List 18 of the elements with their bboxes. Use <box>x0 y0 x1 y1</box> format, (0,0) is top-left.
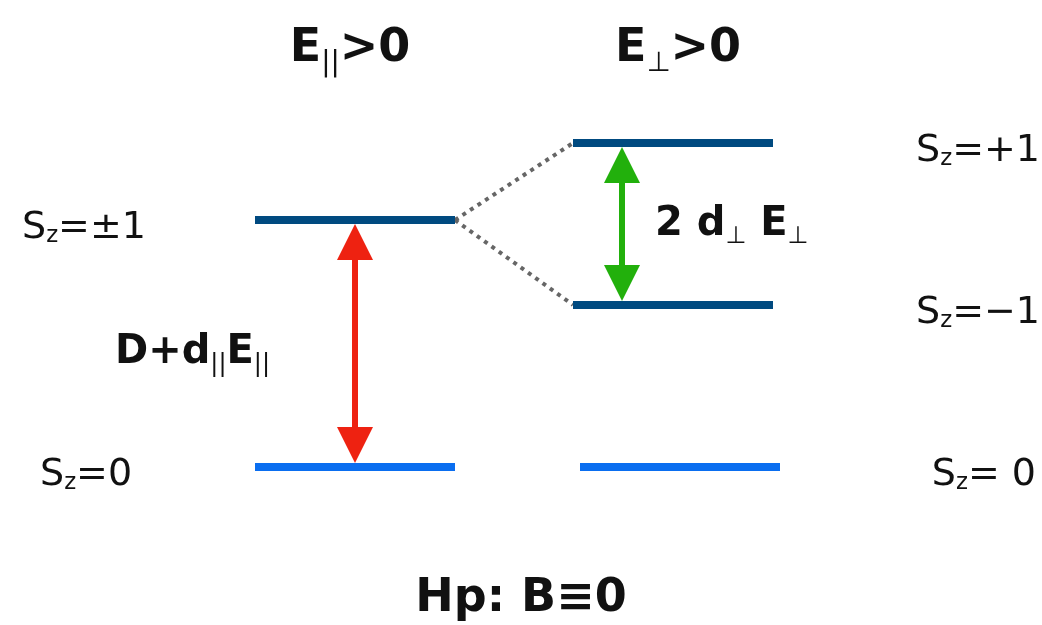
edge-label: 2 d$_{⊥}$ E$_{⊥}$ <box>655 201 809 247</box>
double-arrow <box>604 147 640 301</box>
energy-level <box>573 139 773 147</box>
energy-level <box>255 463 455 471</box>
energy-level <box>580 463 780 471</box>
edge-label: D+d$_{||}$E$_{||}$ <box>115 329 271 375</box>
level-label: S$_{z}$= 0 <box>931 452 1036 494</box>
double-arrow <box>337 224 373 463</box>
connector-line <box>453 218 575 307</box>
energy-level <box>573 301 773 309</box>
energy-level <box>255 216 455 224</box>
column-heading: E$_{||}$>0 <box>289 22 411 76</box>
level-label: S$_{z}$=−1 <box>916 290 1040 332</box>
column-heading: E$_{⊥}$>0 <box>615 22 741 76</box>
connector-line <box>453 141 575 222</box>
level-label: S$_{z}$=±1 <box>22 205 146 247</box>
level-label: S$_{z}$=0 <box>40 452 133 494</box>
level-label: S$_{z}$=+1 <box>916 128 1040 170</box>
